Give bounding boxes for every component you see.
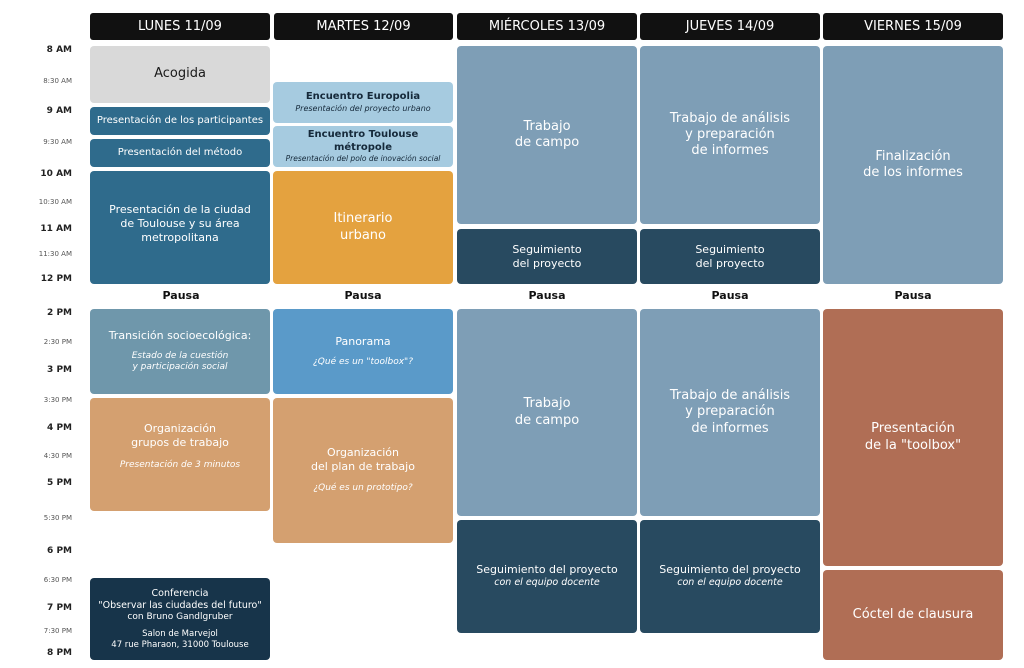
time-label: 8:30 AM — [43, 77, 72, 85]
event-organizacion-plan[interactable]: Organización del plan de trabajo ¿Qué es… — [273, 398, 453, 543]
event-title: Cóctel de clausura — [852, 606, 974, 622]
day-header-monday: LUNES 11/09 — [90, 13, 270, 40]
event-conferencia[interactable]: Conferencia "Observar las ciudades del f… — [90, 578, 270, 660]
event-title: Trabajo de análisis y preparación de inf… — [669, 110, 791, 159]
event-seguimiento-pm[interactable]: Seguimiento del proyecto con el equipo d… — [640, 520, 820, 633]
event-title: Presentación de los participantes — [96, 114, 264, 126]
event-presentacion-ciudad[interactable]: Presentación de la ciudad de Toulouse y … — [90, 171, 270, 284]
pause-label-wednesday: Pausa — [528, 289, 566, 302]
event-title: Presentación del método — [117, 146, 243, 158]
time-label: 9 AM — [46, 106, 72, 116]
event-coctel-clausura[interactable]: Cóctel de clausura — [823, 570, 1003, 660]
event-seguimiento-am[interactable]: Seguimiento del proyecto — [640, 229, 820, 284]
event-title: Seguimiento del proyecto — [695, 242, 765, 270]
event-title: Itinerario urbano — [333, 211, 393, 243]
day-header-wednesday: MIÉRCOLES 13/09 — [457, 13, 637, 40]
event-organizacion-grupos[interactable]: Organización grupos de trabajo Presentac… — [90, 398, 270, 511]
time-label: 6 PM — [47, 546, 72, 556]
event-presentacion-toolbox[interactable]: Presentación de la "toolbox" — [823, 309, 1003, 566]
pause-label-friday: Pausa — [894, 289, 932, 302]
event-title: Trabajo de campo — [514, 118, 580, 150]
event-title: Encuentro Europolia — [305, 91, 421, 103]
event-itinerario-urbano[interactable]: Itinerario urbano — [273, 171, 453, 284]
event-title: Conferencia "Observar las ciudades del f… — [98, 587, 262, 611]
pause-label-monday: Pausa — [162, 289, 200, 302]
time-label: 5:30 PM — [43, 514, 72, 522]
event-transicion-socioecologica[interactable]: Transición socioecológica: Estado de la … — [90, 309, 270, 394]
event-subtitle: ¿Qué es un "toolbox"? — [313, 356, 413, 367]
event-title: Transición socioecológica: — [108, 328, 252, 342]
event-trabajo-analisis-am[interactable]: Trabajo de análisis y preparación de inf… — [640, 46, 820, 224]
event-subtitle: Presentación del polo de inovación socia… — [285, 154, 441, 164]
event-title: Acogida — [154, 66, 206, 82]
event-title: Presentación de la ciudad de Toulouse y … — [109, 203, 251, 244]
event-subtitle: Estado de la cuestión y participación so… — [131, 350, 229, 373]
time-label: 5 PM — [47, 478, 72, 488]
day-header-tuesday: MARTES 12/09 — [274, 13, 453, 40]
pause-label-tuesday: Pausa — [344, 289, 382, 302]
event-title: Trabajo de campo — [514, 396, 580, 428]
event-subtitle: con el equipo docente — [494, 577, 600, 589]
event-trabajo-campo-am[interactable]: Trabajo de campo — [457, 46, 637, 224]
event-panorama[interactable]: Panorama ¿Qué es un "toolbox"? — [273, 309, 453, 394]
event-seguimiento-am[interactable]: Seguimiento del proyecto — [457, 229, 637, 284]
time-label: 8 AM — [46, 45, 72, 55]
time-label: 8 PM — [47, 648, 72, 658]
event-title: Organización del plan de trabajo — [311, 445, 415, 473]
time-label: 4:30 PM — [43, 452, 72, 460]
time-label: 7 PM — [47, 603, 72, 613]
event-subtitle: con el equipo docente — [677, 577, 783, 589]
event-title: Finalización de los informes — [863, 148, 963, 180]
pause-label-thursday: Pausa — [711, 289, 749, 302]
event-title: Encuentro Toulouse métropole — [307, 129, 419, 153]
time-label: 3 PM — [47, 365, 72, 375]
event-encuentro-toulouse-metropole[interactable]: Encuentro Toulouse métropole Presentació… — [273, 126, 453, 167]
event-title: Seguimiento del proyecto — [512, 242, 582, 270]
event-acogida[interactable]: Acogida — [90, 46, 270, 103]
event-title: Organización grupos de trabajo — [131, 422, 229, 449]
time-label: 10:30 AM — [38, 198, 72, 206]
time-label: 3:30 PM — [43, 396, 72, 404]
event-encuentro-europolia[interactable]: Encuentro Europolia Presentación del pro… — [273, 82, 453, 123]
time-label: 9:30 AM — [43, 138, 72, 146]
event-title: Panorama — [335, 334, 391, 348]
day-header-friday: VIERNES 15/09 — [823, 13, 1003, 40]
day-header-thursday: JUEVES 14/09 — [640, 13, 820, 40]
event-finalizacion-informes[interactable]: Finalización de los informes — [823, 46, 1003, 284]
time-label: 2:30 PM — [43, 338, 72, 346]
event-title: Trabajo de análisis y preparación de inf… — [669, 388, 791, 436]
time-label: 10 AM — [40, 169, 72, 179]
event-subtitle: ¿Qué es un prototipo? — [313, 483, 413, 494]
event-subtitle: Presentación del proyecto urbano — [295, 103, 431, 113]
time-label: 4 PM — [47, 423, 72, 433]
event-seguimiento-pm[interactable]: Seguimiento del proyecto con el equipo d… — [457, 520, 637, 633]
event-title: Seguimiento del proyecto — [476, 563, 618, 577]
event-subtitle: Presentación de 3 minutos — [119, 459, 241, 470]
event-trabajo-campo-pm[interactable]: Trabajo de campo — [457, 309, 637, 516]
event-title: Seguimiento del proyecto — [659, 563, 801, 577]
event-presentacion-participantes[interactable]: Presentación de los participantes — [90, 107, 270, 135]
event-speaker: con Bruno Gandlgruber — [127, 611, 233, 622]
event-trabajo-analisis-pm[interactable]: Trabajo de análisis y preparación de inf… — [640, 309, 820, 516]
time-label: 11 AM — [40, 224, 72, 234]
time-label: 12 PM — [40, 274, 72, 284]
time-label: 11:30 AM — [38, 250, 72, 258]
event-title: Presentación de la "toolbox" — [864, 421, 962, 453]
time-label: 6:30 PM — [43, 576, 72, 584]
time-label: 2 PM — [47, 308, 72, 318]
time-label: 7:30 PM — [43, 627, 72, 635]
event-presentacion-metodo[interactable]: Presentación del método — [90, 139, 270, 167]
event-location: Salon de Marvejol 47 rue Pharaon, 31000 … — [111, 628, 249, 650]
